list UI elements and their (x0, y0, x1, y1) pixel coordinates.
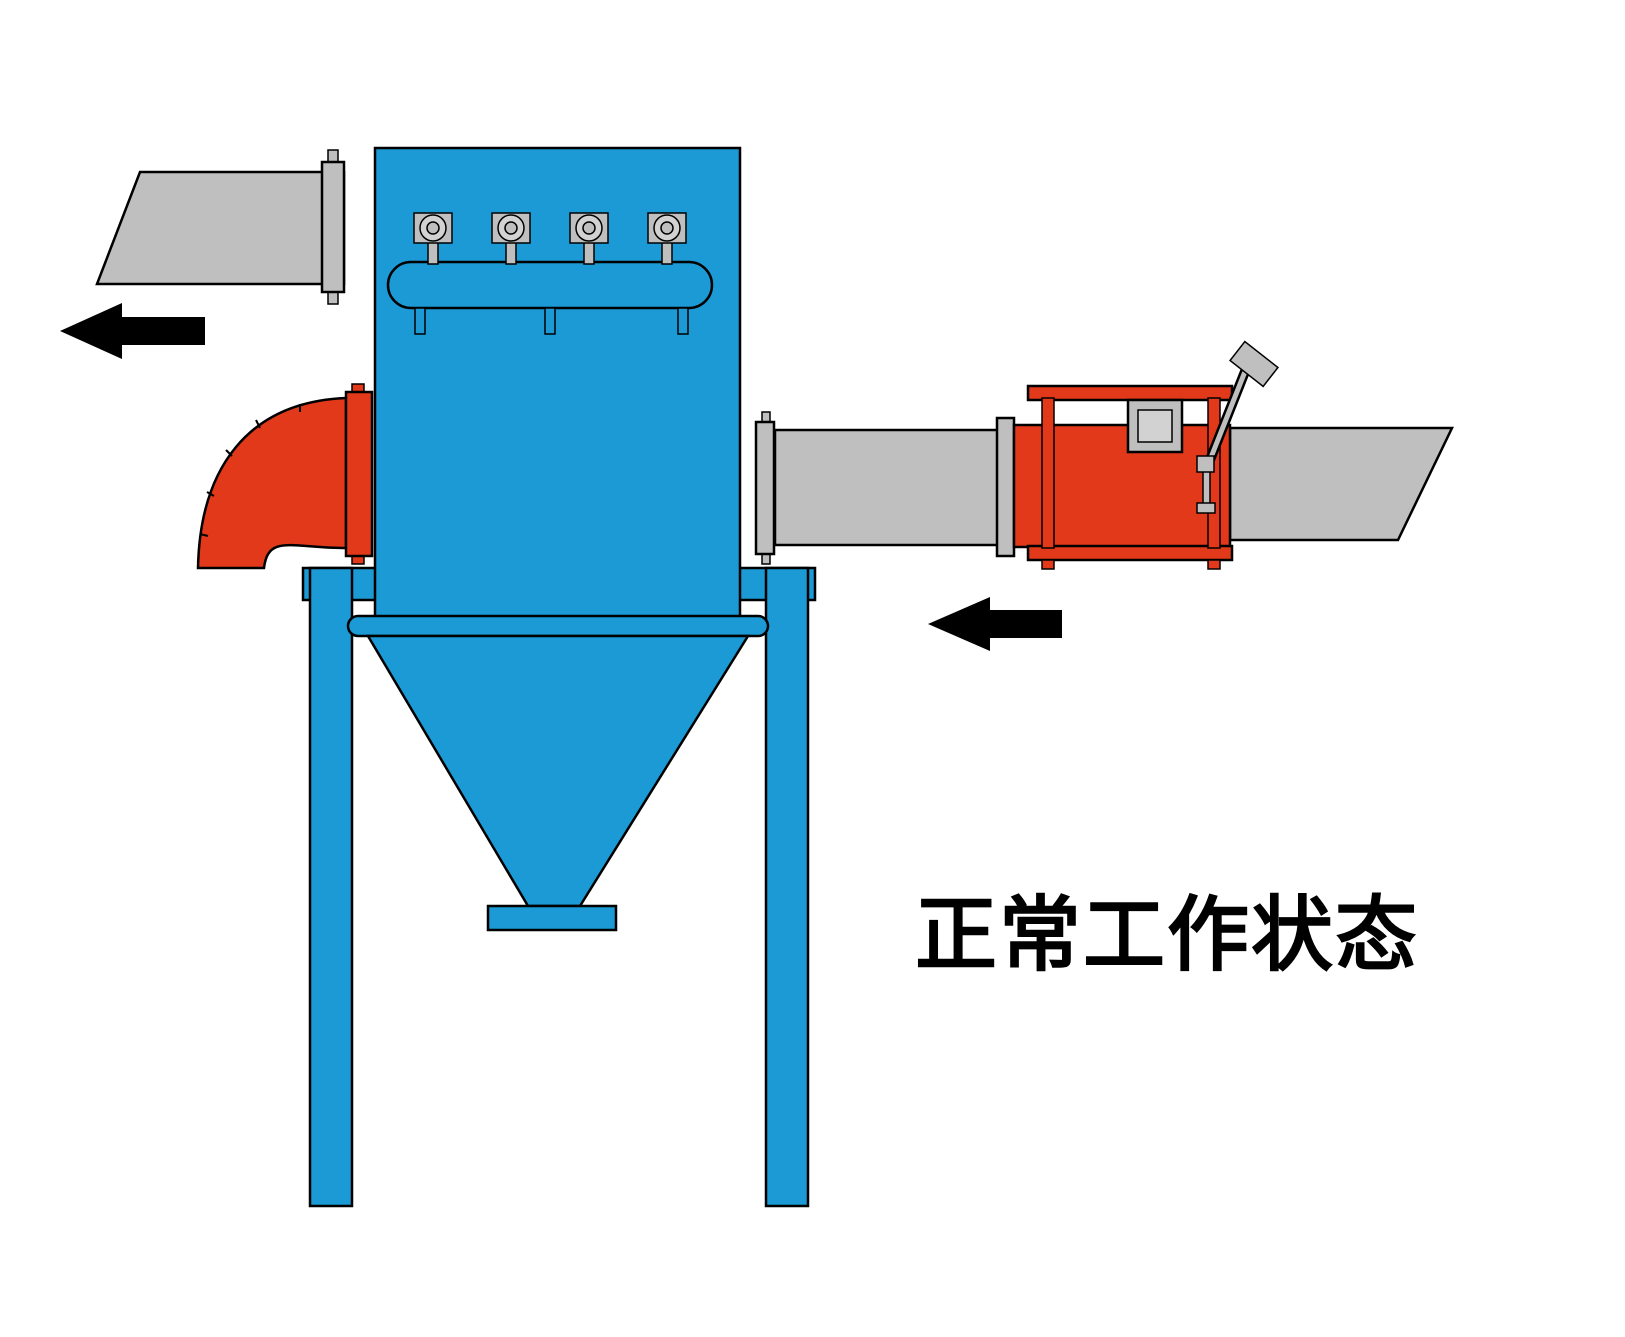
pulse-air-manifold (386, 260, 714, 335)
lever-rod-foot (1196, 502, 1216, 514)
elbow-body (196, 396, 348, 570)
valve-port-center (426, 221, 440, 235)
intake-duct (1228, 426, 1454, 542)
elbow-flange (344, 390, 374, 558)
valve-port-center (660, 221, 674, 235)
pulse-valve-3 (569, 212, 609, 265)
clean-air-outlet-duct (95, 149, 346, 305)
pulse-valve-4 (647, 212, 687, 265)
valve-foot-right (1207, 559, 1221, 570)
valve-frame-top (1026, 384, 1234, 402)
valve-lever-handle (1196, 340, 1279, 514)
left-leg (308, 566, 354, 1208)
dusty-air-inflow-arrow (928, 597, 1062, 651)
valve-bonnet-inner (1137, 409, 1173, 443)
inlet-shutoff-valve (1012, 340, 1279, 570)
pulse-valves (413, 212, 687, 265)
manifold-drop-pipe-1 (414, 307, 426, 335)
recirculation-elbow-duct (196, 383, 374, 570)
inlet-duct-flange-right (995, 416, 1016, 558)
dusty-air-inlet-duct (754, 411, 1016, 565)
pulse-valve-2 (491, 212, 531, 265)
hopper-cone (365, 634, 751, 908)
valve-port-center (582, 221, 596, 235)
lever-knob (1229, 340, 1279, 388)
outlet-duct-flange (320, 160, 346, 294)
lever-arm (1203, 363, 1251, 471)
outlet-duct-body (95, 170, 346, 286)
manifold-drop-pipe-3 (677, 307, 689, 335)
lever-pivot (1196, 455, 1215, 473)
pulse-valve-1 (413, 212, 453, 265)
valve-frame-left (1041, 397, 1055, 549)
right-leg (764, 566, 810, 1208)
dust-hopper (346, 614, 770, 932)
valve-foot-left (1041, 559, 1055, 570)
clean-air-outflow-arrow (60, 303, 205, 359)
dust-outlet-flange (486, 904, 618, 932)
elbow-bolt-marks (199, 404, 301, 537)
diagram-title: 正常工作状态 (915, 887, 1420, 983)
manifold-pipe (386, 260, 714, 310)
inlet-duct-flange-left (754, 420, 776, 556)
hopper-top-flange (346, 614, 770, 638)
valve-frame-bottom (1026, 544, 1234, 562)
manifold-drop-pipe-2 (544, 307, 556, 335)
inlet-duct-body (773, 428, 1005, 547)
valve-port-center (504, 221, 518, 235)
